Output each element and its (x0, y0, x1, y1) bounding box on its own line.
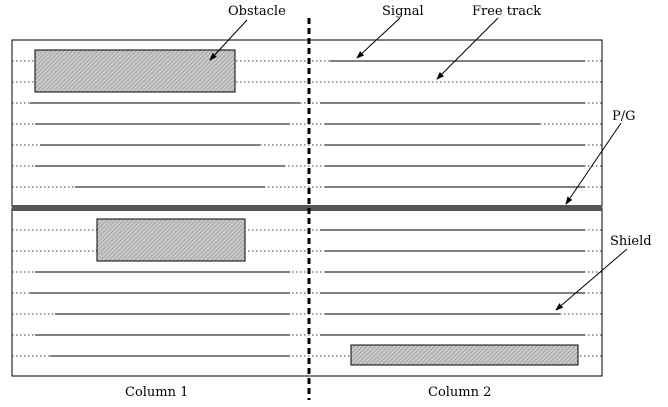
obstacle-block-2 (96, 218, 246, 262)
free-track-arrow (436, 17, 499, 80)
pg-power-bar (12, 205, 602, 211)
shield-label: Shield (610, 234, 652, 249)
column-2-label: Column 2 (428, 385, 491, 400)
signal-arrow (356, 17, 401, 59)
obstacle-label: Obstacle (228, 4, 286, 19)
free-track-label: Free track (472, 4, 541, 19)
column-1-label: Column 1 (125, 385, 188, 400)
shield-arrow (555, 248, 628, 311)
obstacle-arrow (209, 19, 248, 61)
pg-label: P/G (612, 109, 636, 124)
obstacle-block-3 (350, 344, 579, 366)
obstacle-block-1 (34, 49, 236, 93)
pg-arrow (565, 122, 622, 205)
signal-wires (30, 60, 585, 357)
signal-label: Signal (382, 4, 424, 19)
